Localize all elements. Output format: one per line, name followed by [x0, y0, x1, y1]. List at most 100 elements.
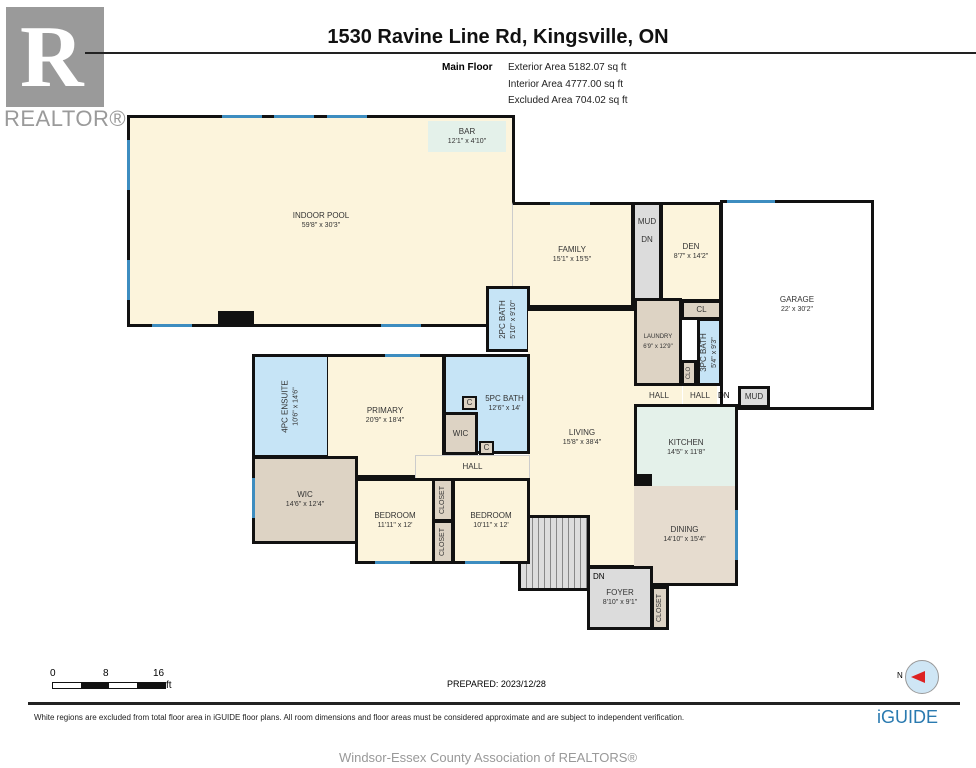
- room-dims: 12'1" x 4'10": [447, 137, 487, 145]
- room-name: CLO: [686, 366, 692, 380]
- room-dims: 14'10" x 15'4": [663, 535, 706, 543]
- room-hall-3: HALL: [415, 455, 530, 479]
- room-closet-2: CLOSET: [432, 520, 454, 564]
- room-name: KITCHEN: [668, 437, 704, 447]
- room-dims: 5'10" x 9'10": [509, 299, 517, 339]
- room-family: FAMILY 15'1" x 15'5": [512, 202, 634, 308]
- room-name: CLOSET: [439, 527, 447, 557]
- compass-arrow-icon: [911, 671, 925, 683]
- room-name: WIC: [452, 428, 469, 438]
- room-name: CLOSET: [439, 485, 447, 515]
- window: [465, 561, 500, 564]
- stairs-down-label: DN: [718, 391, 730, 400]
- exterior-area: Exterior Area 5182.07 sq ft: [508, 62, 627, 73]
- room-dims: 10'11" x 12': [473, 522, 509, 529]
- window: [727, 200, 775, 203]
- room-dims: 6'9" x 12'9": [643, 344, 673, 350]
- room-den: DEN 8'7" x 14'2": [660, 202, 722, 302]
- room-mud-2: MUD: [738, 386, 770, 408]
- room-wic-small: WIC: [443, 412, 478, 455]
- room-dims: 8'7" x 14'2": [673, 253, 709, 260]
- window: [735, 510, 738, 560]
- room-name: INDOOR POOL: [292, 211, 350, 220]
- room-bedroom-1: BEDROOM 11'11" x 12': [355, 478, 435, 564]
- title-divider: [85, 52, 976, 54]
- room-name: HALL: [462, 462, 483, 471]
- scale-tick-8: 8: [103, 668, 109, 679]
- iguide-logo: iGUIDE: [877, 707, 939, 727]
- fireplace: [218, 311, 254, 325]
- room-dims: 8'10" x 9'1": [602, 599, 638, 606]
- floor-label: Main Floor: [442, 62, 493, 73]
- room-foyer: FOYER 8'10" x 9'1": [587, 566, 653, 630]
- window: [327, 115, 367, 118]
- room-name: C: [483, 443, 490, 452]
- realtor-logo: [6, 7, 104, 107]
- room-foyer-closet: CLOSET: [651, 586, 669, 630]
- room-name: LAUNDRY: [643, 334, 673, 340]
- room-clo: CLO: [681, 360, 697, 386]
- room-dims: 10'6" x 14'6": [292, 386, 300, 426]
- excluded-area: Excluded Area 704.02 sq ft: [508, 95, 628, 106]
- compass-label: N: [897, 671, 903, 680]
- stairs-down-label: DN: [593, 572, 605, 581]
- association-footer: Windsor-Essex County Association of REAL…: [338, 750, 638, 765]
- room-hall-1: HALL: [636, 386, 682, 406]
- window: [385, 354, 420, 357]
- room-wic-large: WIC 14'6" x 12'4": [252, 456, 358, 544]
- window: [550, 202, 590, 205]
- stairs-mud: MUD DN: [632, 202, 662, 302]
- room-dims: 59'8" x 30'3": [301, 222, 341, 229]
- room-dims: 5'4" x 9'3": [711, 336, 718, 368]
- window: [274, 115, 314, 118]
- window: [127, 140, 130, 190]
- room-hall-2: HALL: [683, 386, 717, 406]
- scale-tick-16: 16: [153, 668, 165, 679]
- room-name: HALL: [648, 391, 669, 400]
- room-dims: 14'5" x 11'8": [667, 448, 705, 456]
- room-name: MUD: [637, 217, 657, 226]
- room-garage: GARAGE 22' x 30'2": [720, 200, 874, 410]
- room-dims: 12'6" x 14': [488, 405, 521, 412]
- room-name: CL: [696, 305, 707, 314]
- room-name: LIVING: [568, 428, 596, 437]
- room-cl: CL: [681, 300, 722, 320]
- kitchen-island: [636, 474, 652, 486]
- window: [222, 115, 262, 118]
- room-name: 3PC BATH: [699, 332, 708, 372]
- room-name: BEDROOM: [470, 511, 512, 520]
- compass-icon: [905, 660, 939, 694]
- room-dims: 14'6" x 12'4": [285, 501, 325, 508]
- room-name: C: [466, 398, 473, 407]
- scale-bar: [52, 682, 166, 689]
- room-name: CLOSET: [656, 593, 664, 623]
- window: [152, 324, 192, 327]
- room-dims: 15'8" x 38'4": [562, 439, 602, 446]
- window: [381, 324, 421, 327]
- realtor-logo-letter: R: [20, 9, 84, 106]
- scale-unit: ft: [166, 680, 172, 691]
- room-name: WIC: [297, 490, 313, 499]
- room-dims: 11'11" x 12': [377, 522, 413, 529]
- realtor-logo-text: REALTOR®: [4, 106, 127, 131]
- room-name: MUD: [744, 392, 764, 401]
- room-name: DINING: [670, 524, 699, 534]
- room-name: 5PC BATH: [485, 394, 524, 403]
- disclaimer: White regions are excluded from total fl…: [34, 713, 685, 722]
- page-title: 1530 Ravine Line Rd, Kingsville, ON: [327, 26, 669, 48]
- room-name: FAMILY: [558, 245, 586, 254]
- room-name: FOYER: [606, 588, 634, 597]
- prepared-date: PREPARED: 2023/12/28: [447, 679, 546, 689]
- room-bar: BAR 12'1" x 4'10": [428, 121, 506, 152]
- room-closet-c2: C: [479, 441, 494, 455]
- room-closet-c1: C: [462, 396, 477, 410]
- room-name: DEN: [682, 242, 700, 251]
- room-name: BAR: [458, 126, 476, 136]
- window: [127, 260, 130, 300]
- room-dims: 15'1" x 15'5": [552, 256, 592, 263]
- window: [252, 478, 255, 518]
- footer-divider: [28, 702, 960, 705]
- room-name: GARAGE: [779, 295, 815, 304]
- room-dims: 20'9" x 18'4": [365, 417, 405, 424]
